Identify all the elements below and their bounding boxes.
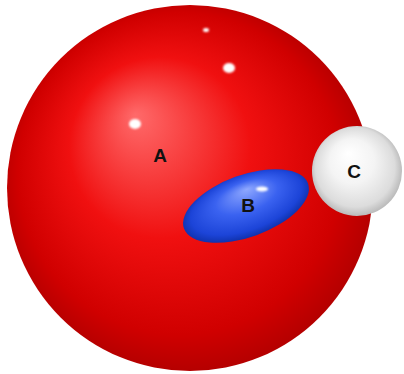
specular-highlight [223, 63, 235, 73]
part-letter: B [241, 196, 255, 215]
sphere-c-body [312, 126, 402, 216]
ellipsoid-b: B [180, 175, 312, 237]
specular-highlight [129, 119, 141, 129]
specular-highlight [256, 187, 268, 192]
part-letter: A [153, 146, 167, 165]
part-letter: C [347, 162, 361, 181]
specular-highlight [203, 28, 209, 32]
sphere-c: C [312, 126, 402, 216]
ellipsoid-b-body [173, 154, 318, 257]
